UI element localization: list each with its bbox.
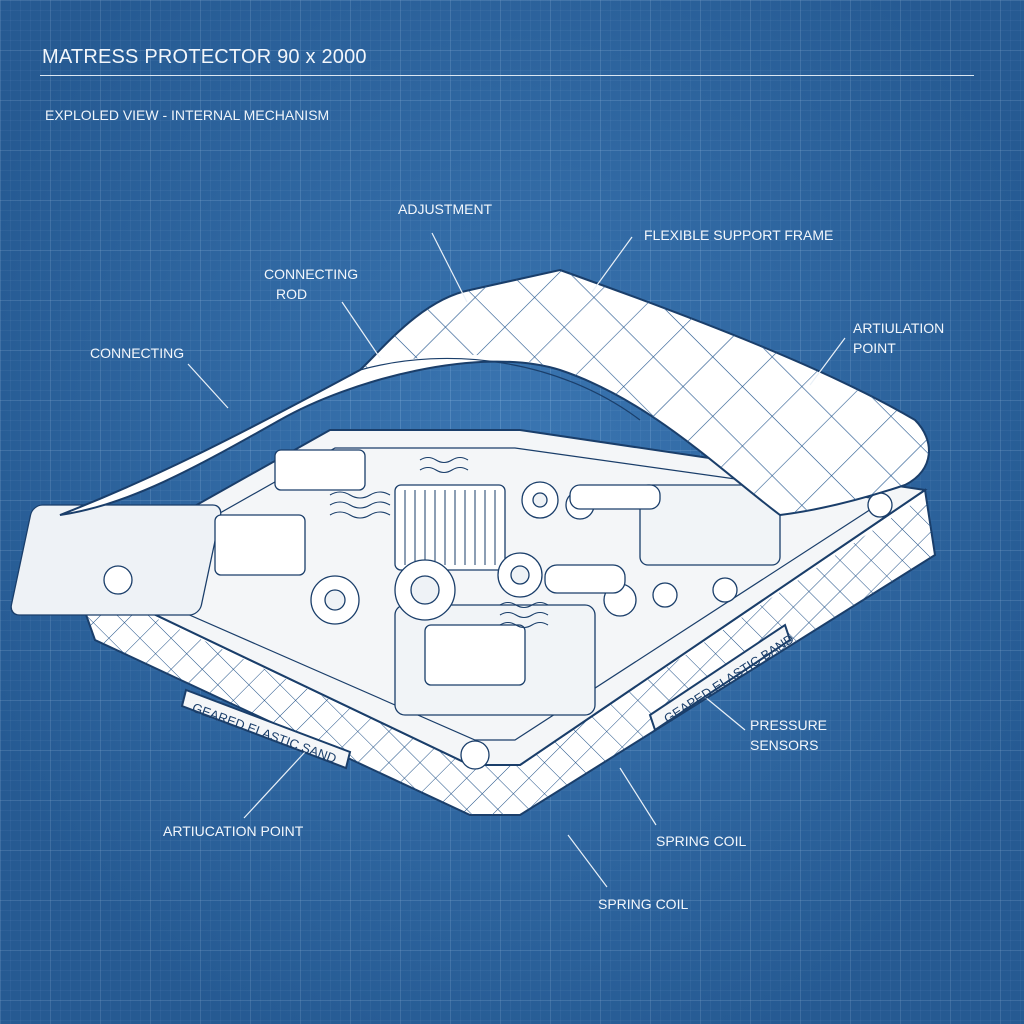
callout-spring-coil-1: SPRING COIL xyxy=(656,833,747,849)
leader-lines xyxy=(187,232,846,888)
callout-artiulation-point-line1: ARTIULATION xyxy=(853,320,945,336)
callout-connecting-rod-line1: CONNECTING xyxy=(264,266,359,282)
callout-connecting-rod-line2: ROD xyxy=(276,286,308,302)
callout-artiulation-point: ARTIULATION POINT xyxy=(853,318,944,358)
callout-artiucation-point: ARTIUCATION POINT xyxy=(163,823,304,839)
callout-pressure-sensors-line1: PRESSURE xyxy=(750,717,828,733)
callout-pressure-sensors: PRESSURE SENSORS xyxy=(750,715,827,755)
diagram-title: MATRESS PROTECTOR 90 x 2000 xyxy=(42,46,367,68)
callout-connecting: CONNECTING xyxy=(90,345,185,361)
title-underline xyxy=(40,75,974,76)
callout-spring-coil-2: SPRING COIL xyxy=(598,896,689,912)
callout-adjustment: ADJUSTMENT xyxy=(398,201,493,217)
callout-artiulation-point-line2: POINT xyxy=(853,340,896,356)
callout-pressure-sensors-line2: SENSORS xyxy=(750,737,819,753)
quilted-cover xyxy=(59,268,930,517)
diagram-subtitle: EXPLOLED VIEW - INTERNAL MECHANISM xyxy=(45,107,330,123)
callout-connecting-rod: CONNECTING ROD xyxy=(264,264,358,304)
callout-flexible-support-frame: FLEXIBLE SUPPORT FRAME xyxy=(644,227,834,243)
band-plates xyxy=(180,623,792,770)
internal-mechanism xyxy=(10,449,893,770)
